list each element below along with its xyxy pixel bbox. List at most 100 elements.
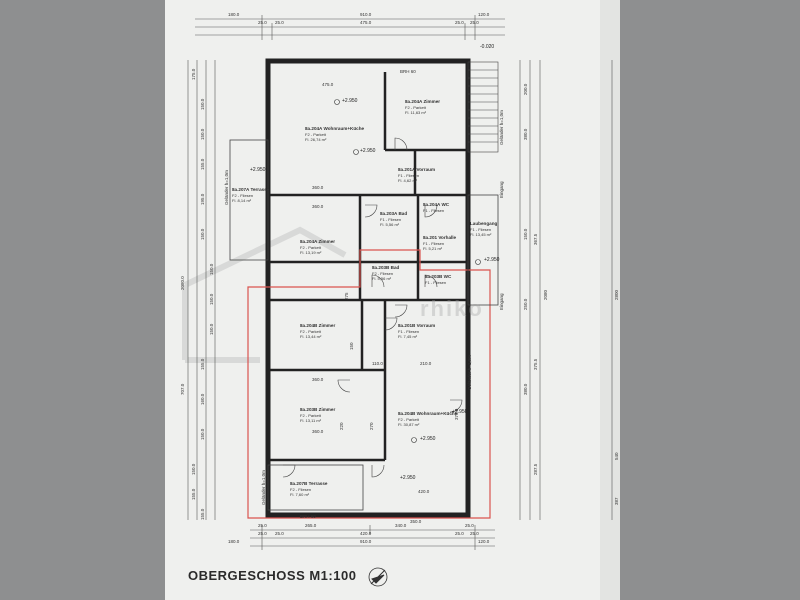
parapet-label: BRH 60	[400, 69, 416, 74]
interior-dim: 360.0	[312, 429, 324, 434]
interior-dim: 150	[349, 342, 354, 350]
bottom-dim-3: 340.0	[395, 523, 407, 528]
right-dim-3: 150.0	[523, 228, 528, 240]
top-dim-7: 25.0	[455, 20, 464, 25]
terraces	[229, 139, 364, 511]
highlight-outline	[247, 249, 491, 519]
interior-dim: 360.0	[312, 204, 324, 209]
right-dim-2: 380.0	[523, 128, 528, 140]
top-dim-5: 25.0	[275, 20, 284, 25]
bottom-dim-2: 265.0	[305, 523, 317, 528]
right-dim-7: 375.5	[533, 358, 538, 370]
left-dim-9: 150.0	[209, 323, 214, 335]
laubengang-outline	[467, 194, 499, 306]
railing-label: Geländer h=1,0m	[224, 170, 229, 205]
left-dim-10: 155.0	[200, 358, 205, 370]
far-right-dim-2: 540	[614, 452, 619, 460]
left-dim-4: 155.0	[200, 158, 205, 170]
interior-dim: 110.0	[372, 361, 383, 366]
elevation-label: +2.950	[452, 409, 468, 415]
interior-dim: 360.0	[312, 185, 324, 190]
bottom-dim-6: 25.0	[275, 531, 284, 536]
watermark-logo: rhiko	[420, 296, 484, 321]
right-dim-9: 2080	[543, 289, 548, 300]
left-dim-7: 150.0	[209, 263, 214, 275]
elevation-label: +2.950	[342, 98, 358, 104]
top-dim-3: 120.0	[478, 12, 490, 17]
right-dim-1: 200.0	[523, 83, 528, 95]
far-right-dim-3: 387	[614, 497, 619, 505]
floor-title: OBERGESCHOSS M1:100	[188, 568, 357, 583]
elevation-label: +2.950	[360, 148, 376, 154]
parapet-label: BRH 60	[300, 514, 316, 519]
left-dim-5: 195.0	[200, 193, 205, 205]
interior-dim: 360.0	[312, 377, 324, 382]
elevation-label: +2.950	[484, 257, 500, 263]
interior-dim: 475.0	[322, 82, 334, 87]
right-dim-6: 367.5	[533, 233, 538, 245]
right-dim-4: 250.0	[523, 298, 528, 310]
railing-label: Geländer h=1,0m	[261, 470, 266, 505]
elevation-label: +2.950	[420, 436, 436, 442]
right-dimension-lines	[519, 60, 613, 520]
far-right-dim-1: 2800	[614, 289, 619, 300]
bottom-dim-5: 25.0	[258, 531, 267, 536]
stair-icon	[467, 61, 499, 153]
bottom-dim-4: 25.0	[465, 523, 474, 528]
entrance-label: Eingang	[499, 181, 504, 198]
railing-label: Geländer h=1,0m	[499, 110, 504, 145]
railing-label: Geländer h=1,0m	[467, 355, 472, 390]
left-dimension-lines	[187, 60, 216, 520]
left-dim-13: 150.0	[191, 463, 196, 475]
left-dim-6: 150.0	[200, 228, 205, 240]
bottom-dim-8: 25.0	[455, 531, 464, 536]
bottom-dimension-lines	[250, 525, 495, 550]
bottom-dim-9: 25.0	[470, 531, 479, 536]
bottom-dim-12: 120.0	[478, 539, 490, 544]
left-dim-12: 150.0	[200, 428, 205, 440]
bottom-dim-10: 180.0	[228, 539, 240, 544]
interior-dim: 275	[344, 292, 349, 300]
bottom-dim-1: 25.0	[258, 523, 267, 528]
top-dimension-lines	[195, 15, 505, 40]
top-dim-6: 475.0	[360, 20, 372, 25]
interior-dim: 270	[369, 422, 374, 430]
bottom-dim-11: 910.0	[360, 539, 372, 544]
door-swing-icon	[282, 137, 463, 478]
elevation-label: -0.020	[480, 44, 495, 50]
far-left-dim-2: 707.0	[180, 383, 185, 395]
top-dim-8: 25.0	[470, 20, 479, 25]
interior-dim: 350.0	[410, 519, 422, 524]
left-dim-3: 150.0	[200, 128, 205, 140]
elevation-label: +2.950	[400, 475, 416, 481]
left-dim-14: 155.0	[191, 488, 196, 500]
elevation-label: +2.950	[250, 167, 266, 173]
entrance-label: Eingang	[499, 293, 504, 310]
top-dim-4: 25.0	[258, 20, 267, 25]
elevation-markers	[334, 99, 481, 443]
interior-dim: 420.0	[418, 489, 430, 494]
interior-dim: 210.0	[420, 361, 432, 366]
left-dim-8: 150.0	[209, 293, 214, 305]
top-dim-1: 180.0	[228, 12, 240, 17]
left-dim-11: 160.0	[200, 393, 205, 405]
bottom-dim-7: 420.0	[360, 531, 372, 536]
top-dim-2: 910.0	[360, 12, 372, 17]
left-dim-2: 150.0	[200, 98, 205, 110]
north-arrow-icon	[368, 567, 388, 587]
